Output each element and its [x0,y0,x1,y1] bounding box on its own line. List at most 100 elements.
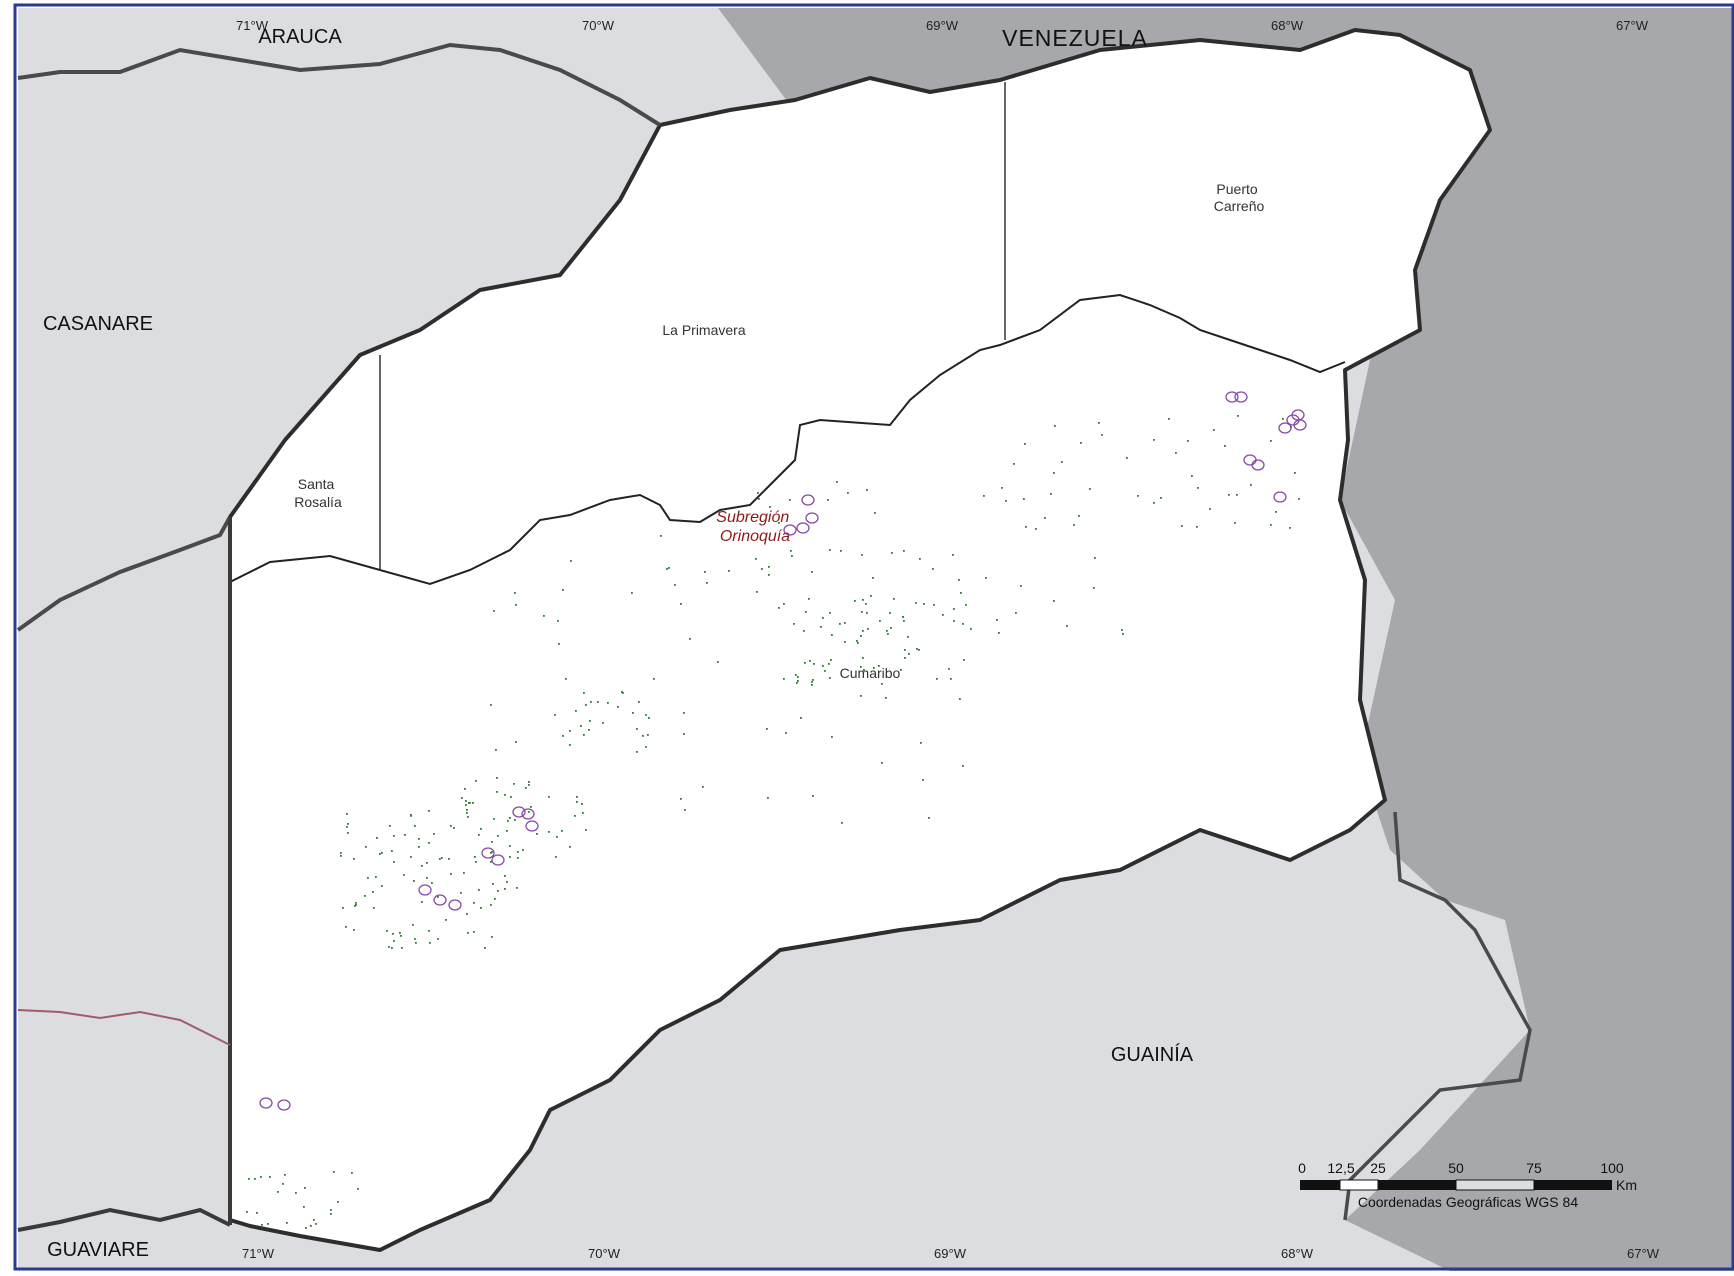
vegetation-dot [642,735,644,737]
vegetation-dot [1298,498,1300,500]
vegetation-dot [414,938,416,940]
vegetation-dot [461,797,463,799]
vegetation-dot [1187,440,1189,442]
vegetation-dot [450,873,452,875]
vegetation-dot [1228,494,1230,496]
vichada-department-area [228,28,1492,1252]
vegetation-dot [933,604,935,606]
vegetation-dot [1013,463,1015,465]
vegetation-dot [448,858,450,860]
vegetation-dot [490,861,492,863]
purple-marker [491,854,505,866]
vegetation-dot [465,804,467,806]
vegetation-dot [879,620,881,622]
vegetation-dot [506,830,508,832]
vegetation-dot [256,1212,258,1214]
vegetation-dot [717,661,719,663]
vegetation-dot [1050,493,1052,495]
vegetation-dot [830,659,832,661]
vegetation-dot [840,550,842,552]
vegetation-dot [674,584,676,586]
vegetation-dot [1290,426,1292,428]
vegetation-dot [421,901,423,903]
scale-segment [1378,1180,1456,1190]
vegetation-dot [1237,415,1239,417]
vegetation-dot [465,800,467,802]
vegetation-dot [1023,498,1025,500]
vegetation-dot [391,850,393,852]
municipality-label-puerto-carreno: Puerto Carreño [1214,181,1265,214]
vegetation-dot [365,846,367,848]
vegetation-dot [813,663,815,665]
subregion-label-line: Subregión [716,509,789,526]
purple-marker [512,806,526,818]
vegetation-dot [399,932,401,934]
vegetation-dot [401,947,403,949]
vegetation-dot [996,619,998,621]
vegetation-dot [1080,442,1082,444]
vegetation-dot [648,717,650,719]
vegetation-dot [404,834,406,836]
vegetation-dot [554,714,556,716]
vegetation-dot [811,571,813,573]
vegetation-dot [355,904,357,906]
vegetation-dot [460,892,462,894]
vegetation-dot [828,663,830,665]
vegetation-dot [950,678,952,680]
department-label-casanare: CASANARE [43,313,153,335]
vegetation-dot [918,649,920,651]
vegetation-dot [428,842,430,844]
vegetation-dot [904,657,906,659]
vegetation-dot [841,822,843,824]
vegetation-dot [793,623,795,625]
purple-marker [433,894,447,906]
vegetation-dot [872,577,874,579]
vegetation-dot [836,481,838,483]
vegetation-dot [1270,524,1272,526]
vegetation-dot [1073,524,1075,526]
vegetation-dot [467,932,469,934]
vegetation-dot [942,614,944,616]
vegetation-dot [351,1172,353,1174]
vegetation-dot [246,1211,248,1213]
vegetation-dot [785,732,787,734]
scale-unit: Km [1616,1177,1637,1193]
vegetation-dot [1196,526,1198,528]
vegetation-dot [932,568,934,570]
department-label-guainia: GUAINÍA [1111,1043,1194,1066]
vegetation-dot [475,780,477,782]
vegetation-dot [1209,508,1211,510]
vegetation-dot [702,786,704,788]
vegetation-dot [790,550,792,552]
vegetation-dot [581,803,583,805]
vegetation-dot [778,522,780,524]
vegetation-dot [585,829,587,831]
vegetation-dot [569,846,571,848]
vegetation-dot [791,555,793,557]
vegetation-dot [574,815,576,817]
municipality-label-line: Santa [298,476,335,492]
vegetation-dot [509,845,511,847]
vegetation-dot [514,819,516,821]
vegetation-dot [768,574,770,576]
vegetation-dot [367,877,369,879]
vegetation-dot [903,550,905,552]
vegetation-dot [797,676,799,678]
vegetation-dot [919,558,921,560]
vegetation-dot [783,678,785,680]
vegetation-dot [474,856,476,858]
guaviare-river-line [17,1009,231,1046]
vegetation-dot [867,628,869,630]
vegetation-dot [480,907,482,909]
vegetation-dot [556,836,558,838]
vegetation-dot [962,765,964,767]
vegetation-dot [1078,515,1080,517]
longitude-ticks-top: 71°W 70°W 69°W 68°W 67°W [236,18,1649,33]
vegetation-dot [548,796,550,798]
vegetation-dot [844,641,846,643]
vegetation-dot [900,669,902,671]
vegetation-dot [902,616,904,618]
vegetation-dot [970,628,972,630]
vegetation-dot [589,720,591,722]
vegetation-dot [1234,522,1236,524]
